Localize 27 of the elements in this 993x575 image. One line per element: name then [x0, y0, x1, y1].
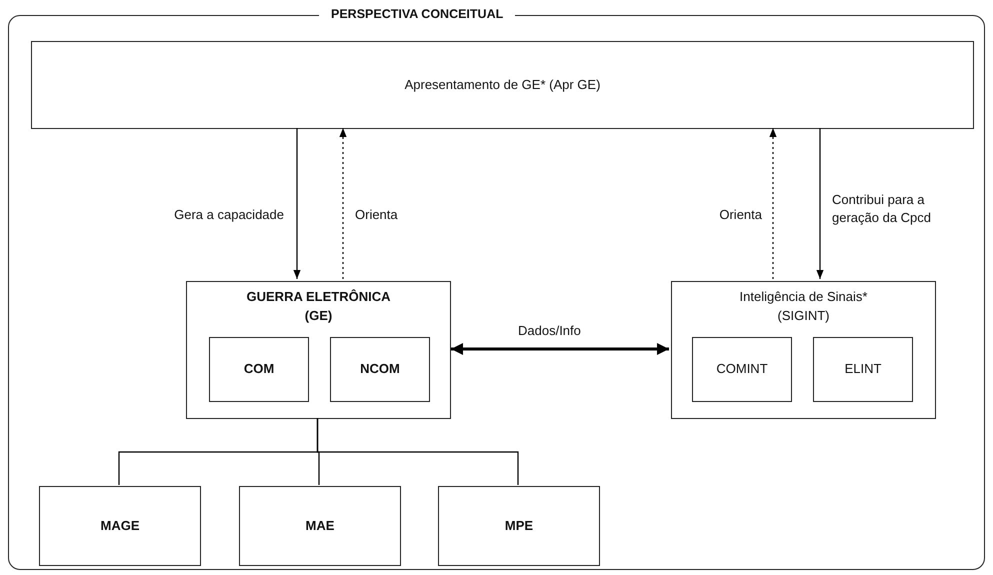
- process-box: [813, 337, 913, 402]
- process-box: [330, 337, 430, 402]
- arrow: [769, 128, 777, 279]
- process-box: [39, 486, 201, 566]
- box-label: COM: [244, 360, 274, 378]
- box-label: Apresentamento de GE* (Apr GE): [404, 76, 600, 94]
- process-box: [209, 337, 309, 402]
- box-label: MAE: [306, 516, 334, 535]
- box-label: NCOM: [360, 360, 400, 378]
- group-box: [186, 281, 451, 419]
- box-label: MAGE: [100, 516, 140, 535]
- box-label: COMINT: [716, 360, 768, 378]
- arrow: [816, 128, 824, 279]
- group-title: Inteligência de Sinais* (SIGINT): [738, 288, 868, 325]
- group-box: [671, 281, 936, 419]
- box-label: MPE: [504, 516, 534, 535]
- arrow: [339, 128, 347, 279]
- process-box: [31, 41, 974, 129]
- box-label: ELINT: [844, 360, 882, 378]
- process-box: [239, 486, 401, 566]
- frame-title: PERSPECTIVA CONCEITUAL: [319, 7, 516, 21]
- process-box: [438, 486, 600, 566]
- arrow: [293, 128, 301, 279]
- group-title: GUERRA ELETRÔNICA (GE): [246, 288, 392, 325]
- process-box: [692, 337, 792, 402]
- arrow: [451, 343, 669, 355]
- connector-line: [316, 418, 519, 485]
